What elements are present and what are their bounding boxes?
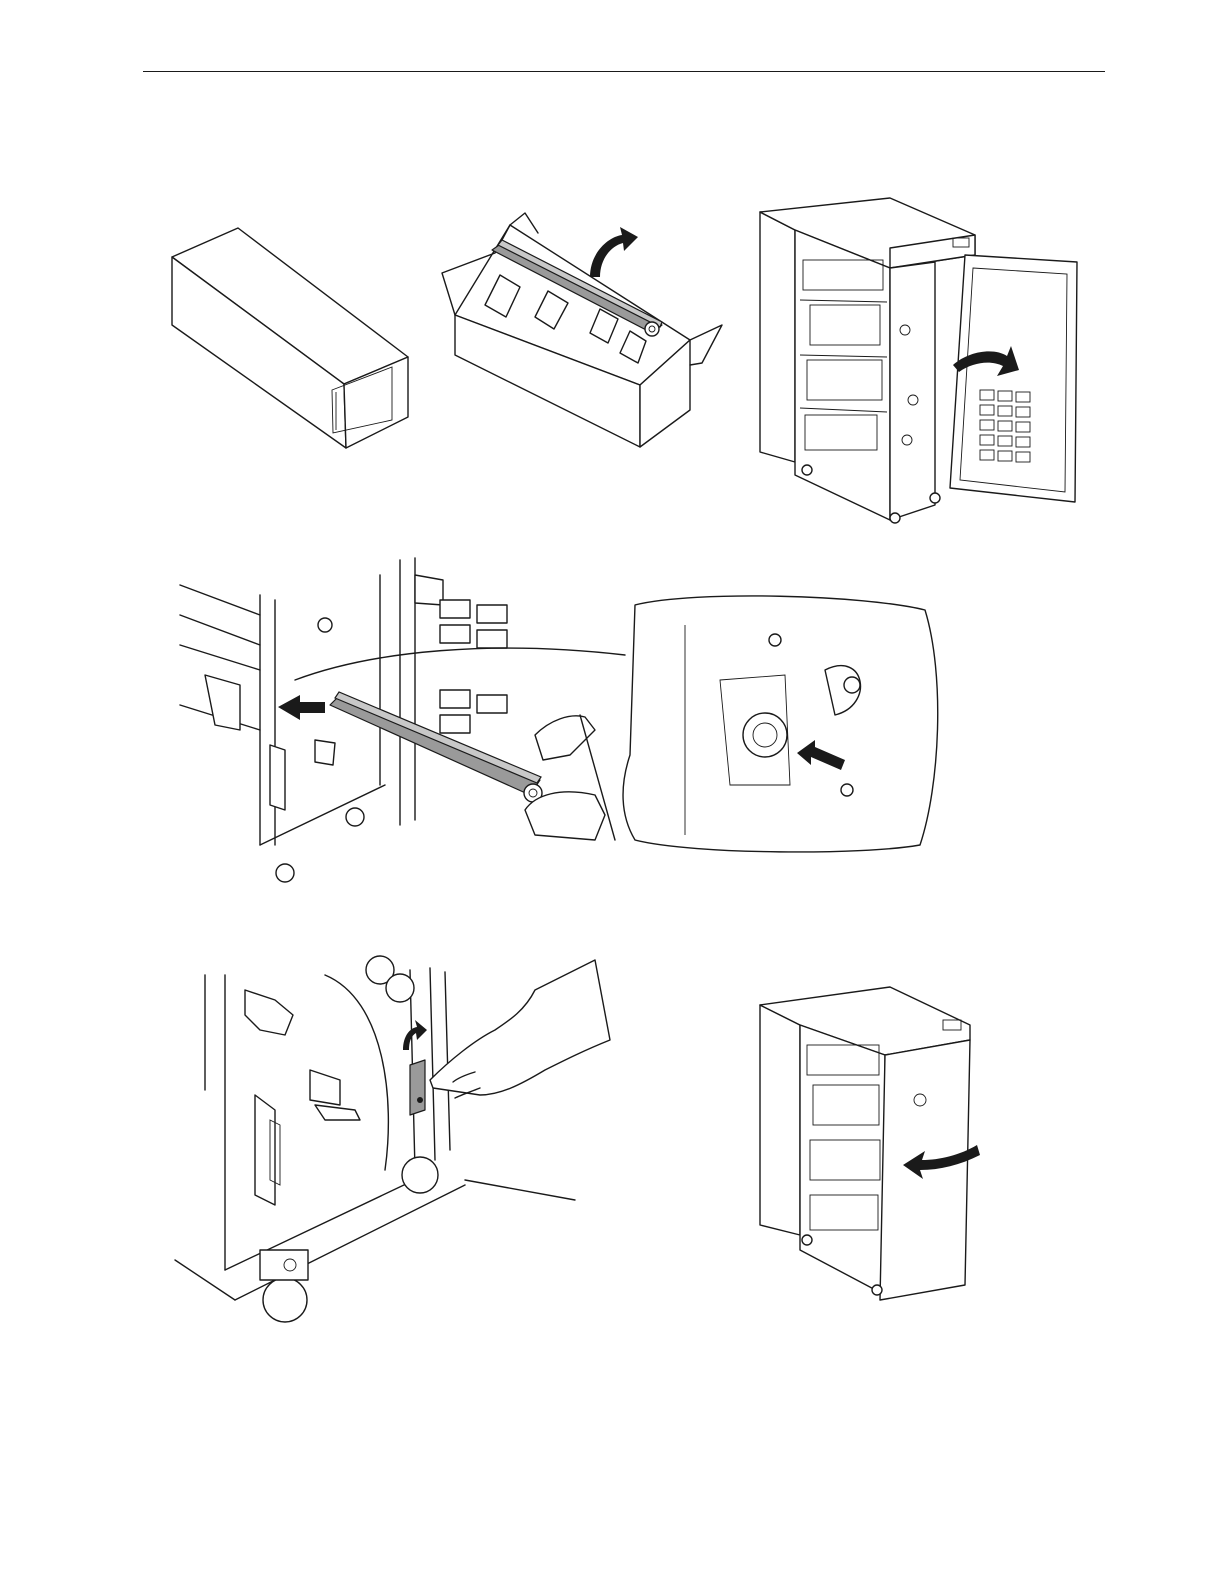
figure-press-lever [175, 960, 615, 1340]
figure-open-carton [440, 205, 740, 455]
figure-closed-carton [160, 220, 420, 450]
press-lever-illustration [175, 960, 615, 1340]
machine-door-open-illustration [755, 190, 1085, 540]
close-door-illustration [755, 985, 985, 1305]
figure-insert-part [175, 555, 950, 885]
header-rule [143, 71, 1105, 72]
open-carton-illustration [440, 205, 740, 455]
closed-carton-illustration [160, 220, 420, 450]
figure-machine-door-open [755, 190, 1085, 540]
insert-part-illustration [175, 555, 950, 885]
figure-close-door [755, 985, 985, 1305]
